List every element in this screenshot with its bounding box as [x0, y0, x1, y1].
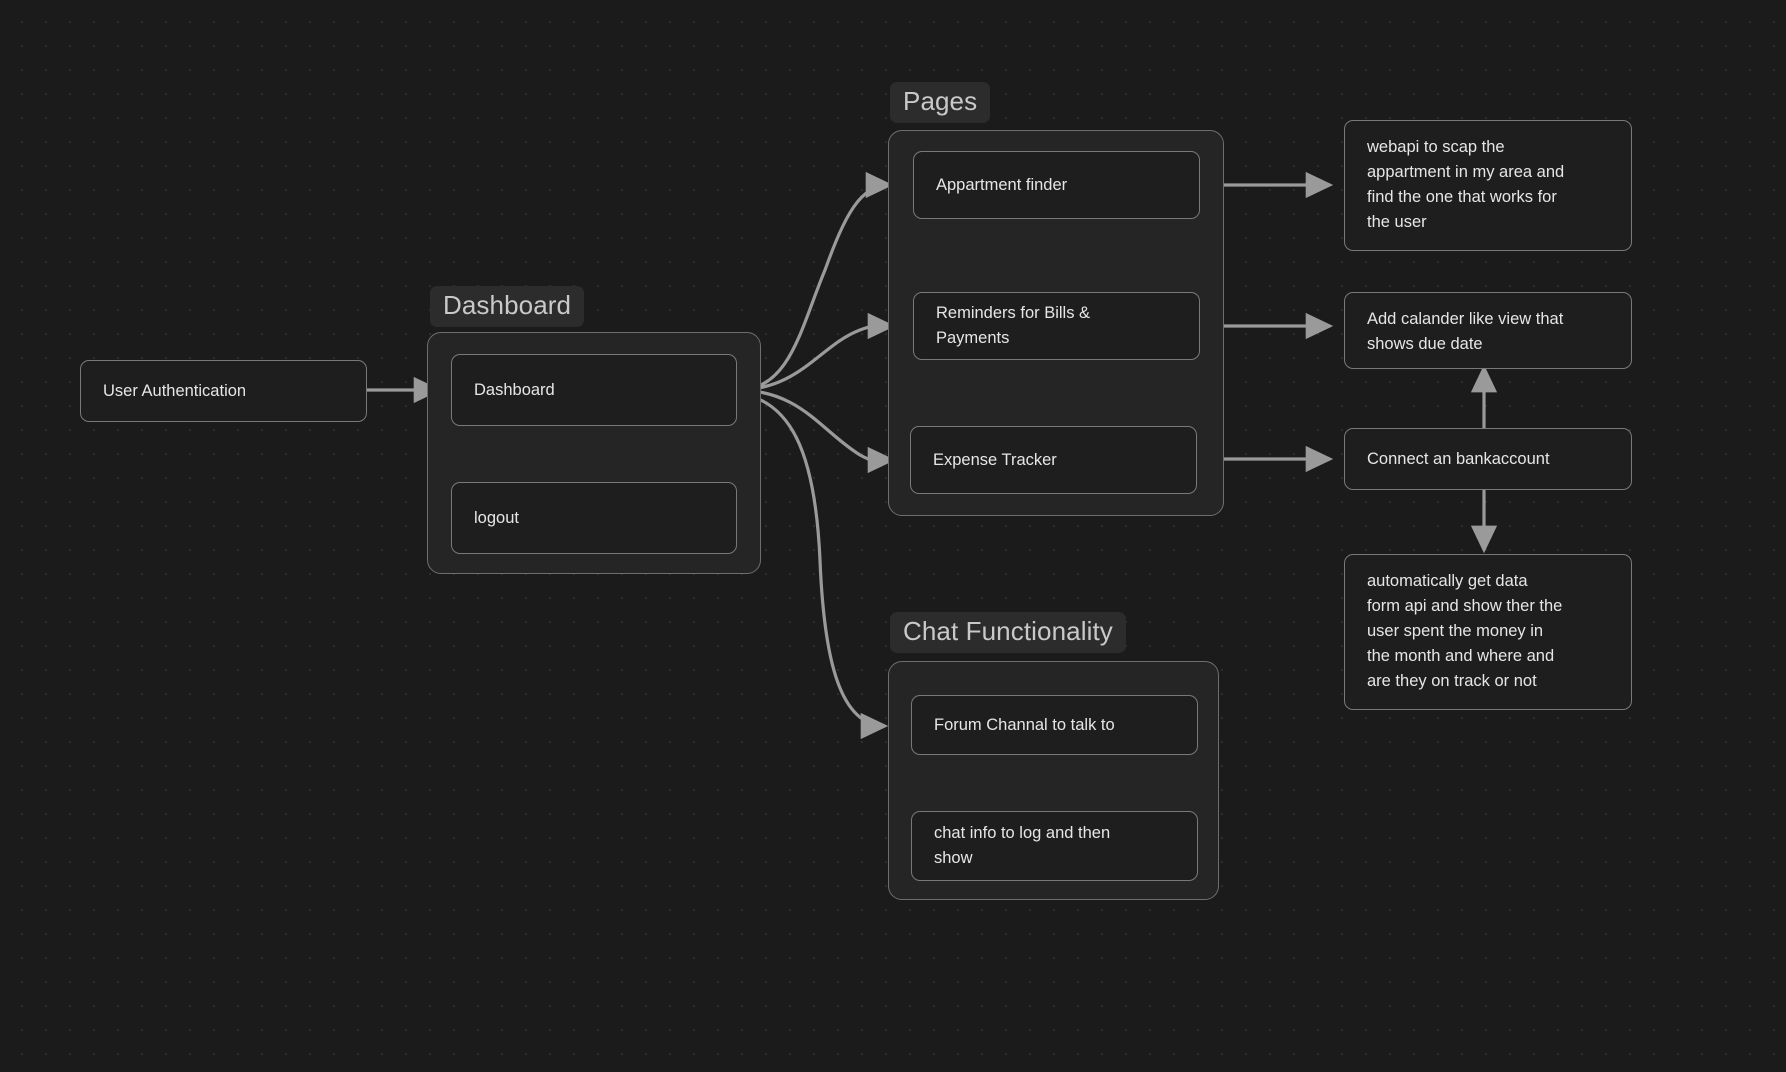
- group-dashboard-label: Dashboard: [430, 286, 585, 327]
- node-forum-channal-label: Forum Channal to talk to: [934, 715, 1115, 734]
- node-appartment-finder[interactable]: Appartment finder: [913, 151, 1200, 219]
- node-appartment-finder-label: Appartment finder: [936, 175, 1068, 194]
- node-note-webapi-scrape-label: webapi to scap the appartment in my area…: [1367, 138, 1565, 231]
- node-note-auto-get-data-label: automatically get data form api and show…: [1367, 572, 1563, 690]
- node-note-calander-view[interactable]: Add calander like view that shows due da…: [1344, 292, 1632, 369]
- node-chat-info-log[interactable]: chat info to log and then show: [911, 811, 1198, 881]
- node-note-connect-bankaccount-label: Connect an bankaccount: [1367, 449, 1550, 468]
- node-chat-info-log-label: chat info to log and then show: [934, 824, 1111, 867]
- node-dashboard-label: Dashboard: [474, 380, 555, 399]
- node-expense-tracker[interactable]: Expense Tracker: [910, 426, 1197, 494]
- node-reminders-bills-payments-label: Reminders for Bills & Payments: [936, 304, 1091, 347]
- group-chat-functionality-label: Chat Functionality: [890, 612, 1126, 653]
- node-user-authentication[interactable]: User Authentication: [80, 360, 367, 422]
- group-pages-label: Pages: [890, 82, 991, 123]
- node-dashboard[interactable]: Dashboard: [451, 354, 737, 426]
- node-logout[interactable]: logout: [451, 482, 737, 554]
- node-note-calander-view-label: Add calander like view that shows due da…: [1367, 310, 1564, 353]
- node-expense-tracker-label: Expense Tracker: [933, 450, 1057, 469]
- node-reminders-bills-payments[interactable]: Reminders for Bills & Payments: [913, 292, 1200, 360]
- node-logout-label: logout: [474, 508, 519, 527]
- node-forum-channal[interactable]: Forum Channal to talk to: [911, 695, 1198, 755]
- node-note-webapi-scrape[interactable]: webapi to scap the appartment in my area…: [1344, 120, 1632, 251]
- node-user-authentication-label: User Authentication: [103, 381, 247, 400]
- node-note-connect-bankaccount[interactable]: Connect an bankaccount: [1344, 428, 1632, 490]
- node-note-auto-get-data[interactable]: automatically get data form api and show…: [1344, 554, 1632, 710]
